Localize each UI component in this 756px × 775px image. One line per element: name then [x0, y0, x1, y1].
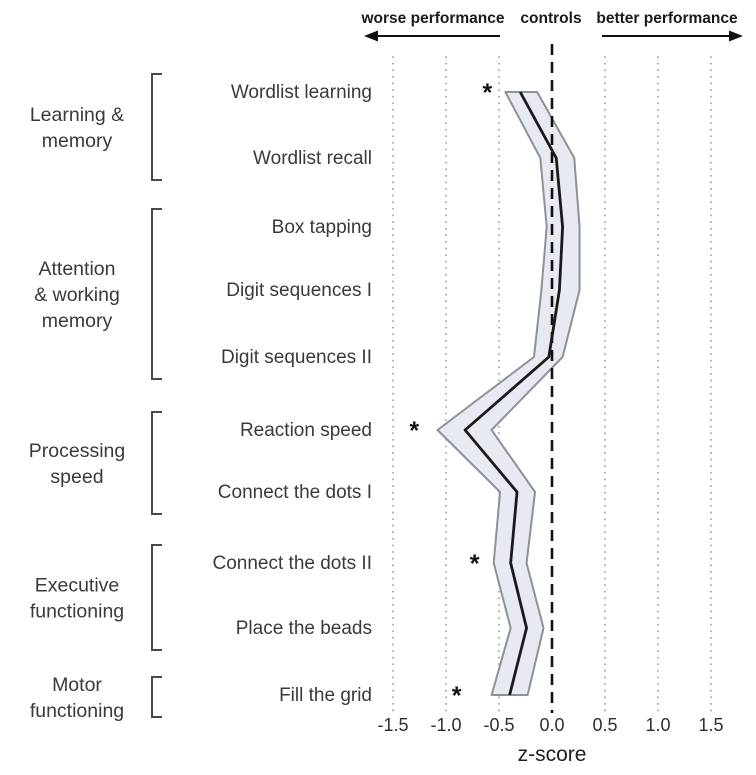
header-better-label: better performance	[596, 10, 738, 27]
test-label: Box tapping	[272, 217, 372, 238]
mean-line	[463, 91, 564, 696]
significance-star: *	[482, 79, 492, 107]
test-label: Digit sequences II	[221, 347, 372, 368]
group-bracket	[151, 676, 162, 718]
significance-star: *	[470, 550, 480, 578]
group-bracket	[151, 544, 162, 651]
x-tick-label: 1.5	[698, 715, 723, 735]
x-tick-label: -0.5	[483, 715, 514, 735]
x-tick-label: -1.0	[430, 715, 461, 735]
x-tick-label: -1.5	[377, 715, 408, 735]
group-bracket	[151, 208, 162, 380]
significance-star: *	[452, 682, 462, 710]
test-label: Wordlist learning	[231, 82, 372, 103]
test-label: Place the beads	[236, 618, 372, 639]
group-bracket	[151, 411, 162, 515]
x-tick-label: 1.0	[645, 715, 670, 735]
header-controls-label: controls	[520, 10, 582, 27]
header-worse-label: worse performance	[361, 10, 505, 27]
test-label: Fill the grid	[279, 685, 372, 706]
test-label: Wordlist recall	[253, 148, 372, 169]
x-tick-label: 0.5	[592, 715, 617, 735]
significance-star: *	[409, 417, 419, 445]
domain-label: Learning &memory	[30, 104, 124, 152]
x-tick-label: 0.0	[539, 715, 564, 735]
test-label: Reaction speed	[240, 420, 372, 441]
group-bracket	[151, 73, 162, 181]
test-label: Connect the dots II	[213, 553, 373, 574]
test-label: Connect the dots I	[218, 482, 372, 503]
test-label: Digit sequences I	[226, 280, 372, 301]
worse-arrow-icon	[364, 30, 378, 42]
x-axis-title: z-score	[517, 743, 587, 766]
better-arrow-icon	[729, 30, 743, 42]
